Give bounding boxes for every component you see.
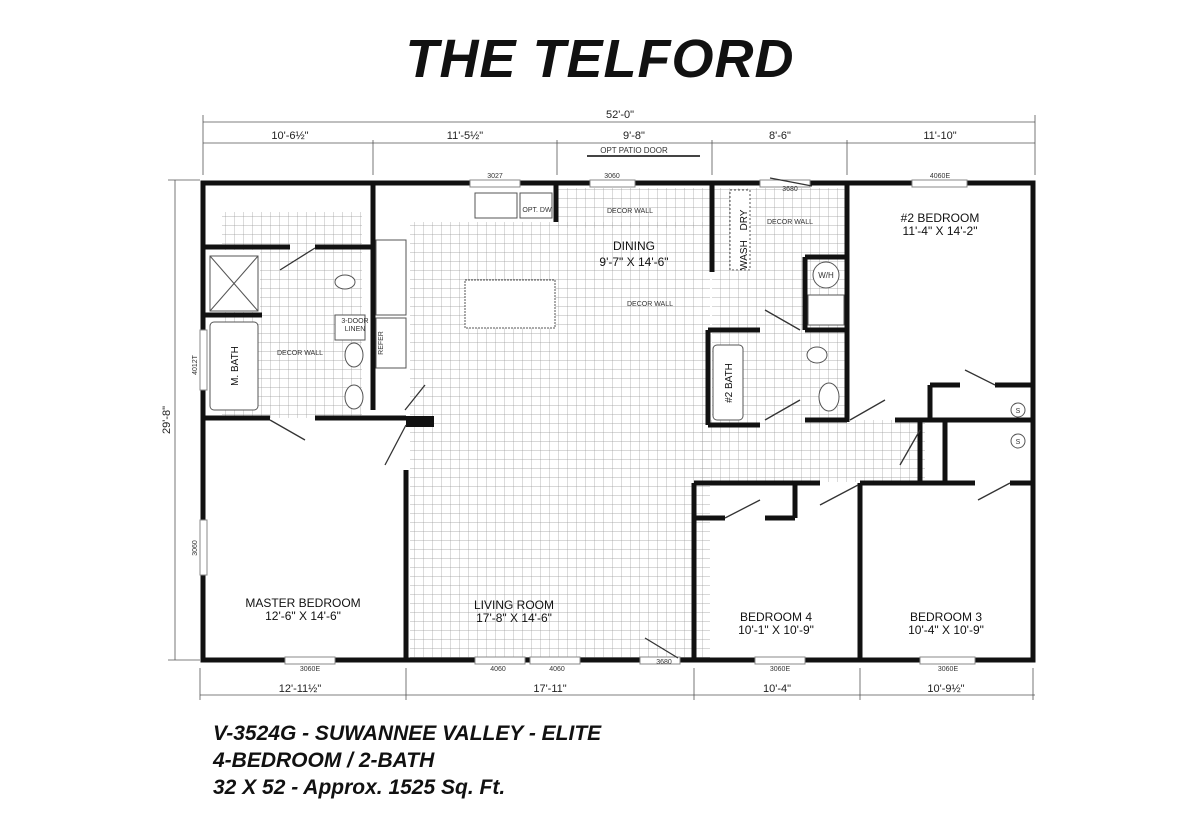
top-dim-4: 8'-6": [769, 130, 791, 142]
decor-wall-label: DECOR WALL: [277, 350, 323, 357]
window-label: 3027: [487, 173, 503, 180]
room-name-living: LIVING ROOM: [474, 598, 554, 612]
plan-title: THE TELFORD: [405, 29, 795, 89]
room-name-bedroom2: #2 BEDROOM: [901, 211, 980, 225]
island: [464, 279, 556, 329]
opt-patio-door-label: OPT PATIO DOOR: [600, 146, 668, 155]
top-dim-1: 10'-6½": [271, 130, 308, 142]
room-size-bedroom4: 10'-1" X 10'-9": [738, 623, 814, 637]
model-line: V-3524G - SUWANNEE VALLEY - ELITE: [213, 722, 602, 745]
water-heater-label: W/H: [818, 271, 834, 280]
window-label: 3680: [656, 659, 672, 666]
window-label: 4012T: [192, 354, 199, 375]
window-label: 4060E: [930, 173, 951, 180]
plan-footer: V-3524G - SUWANNEE VALLEY - ELITE 4-BEDR…: [213, 720, 601, 801]
decor-wall-label: DECOR WALL: [607, 208, 653, 215]
room-size-bedroom3: 10'-4" X 10'-9": [908, 623, 984, 637]
decor-wall-label: DECOR WALL: [627, 301, 673, 308]
linen-label: 3-DOOR: [341, 318, 368, 325]
room-size-master-bedroom: 12'-6" X 14'-6": [265, 609, 341, 623]
room-name-bedroom4: BEDROOM 4: [740, 610, 812, 624]
room-name-dining: DINING: [613, 239, 655, 253]
room-name-bedroom3: BEDROOM 3: [910, 610, 982, 624]
bottom-dim-1: 12'-11½": [279, 683, 322, 695]
fixtures: [209, 189, 1026, 449]
windows: [199, 179, 976, 665]
room-name-master-bedroom: MASTER BEDROOM: [245, 596, 360, 610]
sink: [474, 192, 518, 219]
dry-label: DRY: [739, 209, 750, 230]
window-label: 4060: [490, 666, 506, 673]
size-line: 32 X 52 - Approx. 1525 Sq. Ft.: [213, 776, 506, 799]
window-label: 3060E: [300, 666, 321, 673]
room-size-living: 17'-8" X 14'-6": [476, 611, 552, 625]
linen-label: LINEN: [345, 326, 366, 333]
bottom-dim-4: 10'-9½": [927, 683, 964, 695]
room-size-dining: 9'-7" X 14'-6": [599, 255, 668, 269]
toilet: [334, 274, 356, 290]
bottom-dim-2: 17'-11": [533, 683, 566, 695]
depth-dim: 29'-8": [161, 406, 173, 434]
top-dim-5: 11'-10": [923, 130, 956, 142]
window-label: 3060: [192, 540, 199, 556]
opt-dw-label: OPT. DW: [522, 207, 552, 214]
window-label: 3060E: [938, 666, 959, 673]
top-dim-3: 9'-8": [623, 130, 645, 142]
shelf-label: S: [1016, 439, 1021, 446]
decor-wall-label: DECOR WALL: [767, 219, 813, 226]
dimension-lines: [168, 115, 1036, 700]
water-heater: [812, 261, 840, 289]
refer-label: REFER: [378, 331, 385, 355]
overall-width-dim: 52'-0": [606, 109, 634, 121]
shelf-label: S: [1016, 408, 1021, 415]
wall-stub: [406, 416, 434, 427]
doors: [269, 177, 1011, 659]
bed-bath-line: 4-BEDROOM / 2-BATH: [213, 749, 435, 772]
window-label: 3060E: [770, 666, 791, 673]
bottom-dim-3: 10'-4": [763, 683, 791, 695]
top-dim-2: 11'-5½": [447, 130, 483, 142]
window-label: 3680: [782, 186, 798, 193]
window-label: 4060: [549, 666, 565, 673]
window-label: 3060: [604, 173, 620, 180]
room-name-bath2: #2 BATH: [724, 363, 735, 403]
tub: [209, 321, 259, 411]
wash-label: WASH: [739, 240, 750, 270]
room-name-master-bath: M. BATH: [230, 346, 241, 386]
room-size-bedroom2: 11'-4" X 14'-2": [903, 224, 978, 238]
